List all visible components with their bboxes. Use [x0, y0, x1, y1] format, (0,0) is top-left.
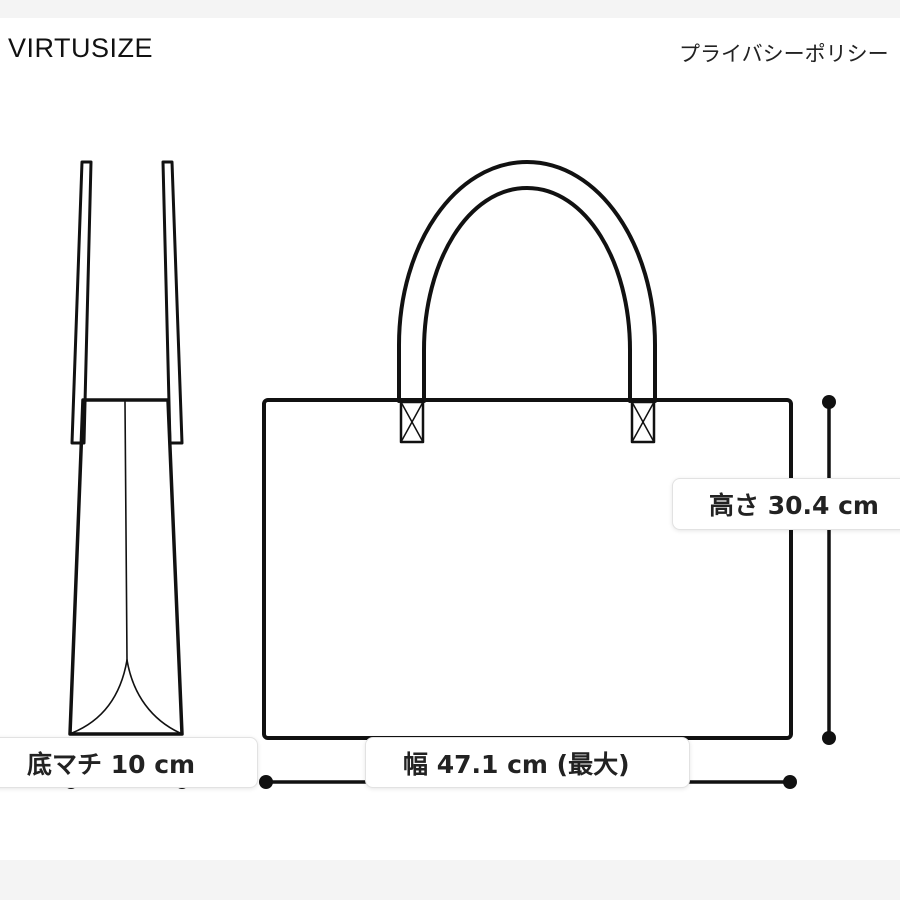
width-start-dot — [259, 775, 273, 789]
height-top-dot — [822, 395, 836, 409]
brand-logo: VIRTUSIZE — [8, 33, 154, 63]
bag-front-view-icon — [262, 160, 793, 740]
content-panel — [0, 18, 900, 860]
bag-side-view-icon — [68, 160, 184, 736]
width-measurement-label: 幅 47.1 cm (最大) — [365, 737, 690, 788]
height-measurement-label: 高さ 30.4 cm — [672, 478, 900, 530]
width-end-dot — [783, 775, 797, 789]
privacy-policy-link[interactable]: プライバシーポリシー — [679, 42, 889, 66]
depth-measurement-label: 底マチ 10 cm — [0, 737, 258, 788]
height-bottom-dot — [822, 731, 836, 745]
